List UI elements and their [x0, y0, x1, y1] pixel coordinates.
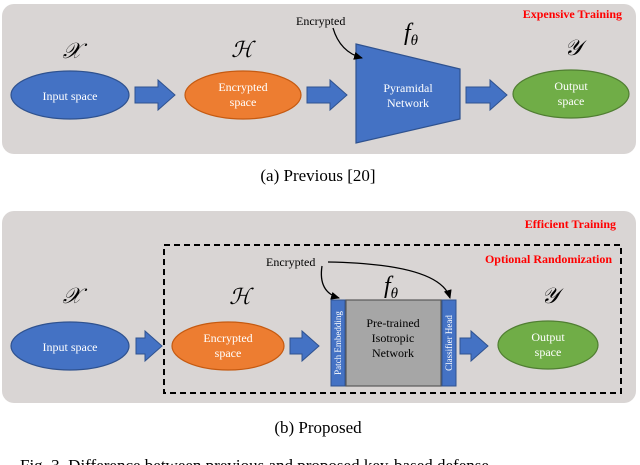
caption-b: (b) Proposed — [274, 418, 362, 437]
pyramidal-network-node — [355, 43, 461, 144]
output-space-node-a — [512, 69, 630, 119]
input-space-label-b: Input space — [43, 340, 98, 354]
patch-embedding-label: Patch Embedding — [333, 311, 343, 375]
encrypted-space-node-a — [184, 70, 302, 120]
output-space-label2-b: space — [535, 345, 562, 359]
pyramidal-network-label2: Network — [387, 96, 429, 110]
encrypted-space-label2-a: space — [230, 95, 257, 109]
encrypted-key-arrow-patch — [320, 265, 340, 300]
flow-arrow-b1 — [135, 329, 163, 363]
flow-arrow-b3 — [459, 329, 489, 363]
classifier-head-label: Classifier Head — [444, 315, 454, 371]
output-space-label2-a: space — [558, 94, 585, 108]
encrypted-space-node-b — [171, 321, 285, 371]
pyramidal-network-label1: Pyramidal — [383, 81, 433, 95]
isotropic-network-label2: Isotropic — [372, 331, 415, 345]
figure-caption: Fig. 3. Difference between previous and … — [20, 456, 489, 465]
encrypted-key-arrow-a — [332, 27, 363, 60]
isotropic-network-node — [345, 299, 442, 387]
output-space-label1-b: Output — [531, 330, 565, 344]
symbol-f-b: fθ — [384, 273, 399, 302]
panel-a-background — [2, 4, 636, 154]
encrypted-space-label1-a: Encrypted — [218, 80, 267, 94]
caption-a: (a) Previous [20] — [260, 166, 375, 185]
panel-a-tag: Expensive Training — [523, 7, 622, 21]
encrypted-key-arrow-head — [327, 261, 452, 299]
patch-embedding-block — [330, 299, 346, 387]
encrypted-key-label-a: Encrypted — [296, 14, 345, 28]
input-space-node-b — [10, 321, 130, 371]
flow-arrow-a3 — [465, 78, 508, 112]
input-space-label-a: Input space — [43, 89, 98, 103]
isotropic-network-label1: Pre-trained — [366, 316, 419, 330]
flow-arrow-a1 — [134, 78, 176, 112]
flow-arrow-b2 — [289, 329, 320, 363]
symbol-h-b: ℋ — [229, 284, 254, 309]
output-space-node-b — [497, 320, 599, 370]
encrypted-space-label1-b: Encrypted — [203, 331, 252, 345]
encrypted-key-label-b: Encrypted — [266, 255, 315, 269]
flow-arrow-a2 — [306, 78, 348, 112]
optional-randomization-tag: Optional Randomization — [485, 252, 612, 266]
symbol-f-a: fθ — [404, 20, 419, 49]
input-space-node-a — [10, 70, 130, 120]
isotropic-network-label3: Network — [372, 346, 414, 360]
symbol-h-a: ℋ — [231, 37, 256, 62]
encrypted-space-label2-b: space — [215, 346, 242, 360]
output-space-label1-a: Output — [554, 79, 588, 93]
classifier-head-block — [441, 299, 457, 387]
panel-b-tag: Efficient Training — [525, 217, 616, 231]
optional-randomization-box — [163, 244, 622, 394]
